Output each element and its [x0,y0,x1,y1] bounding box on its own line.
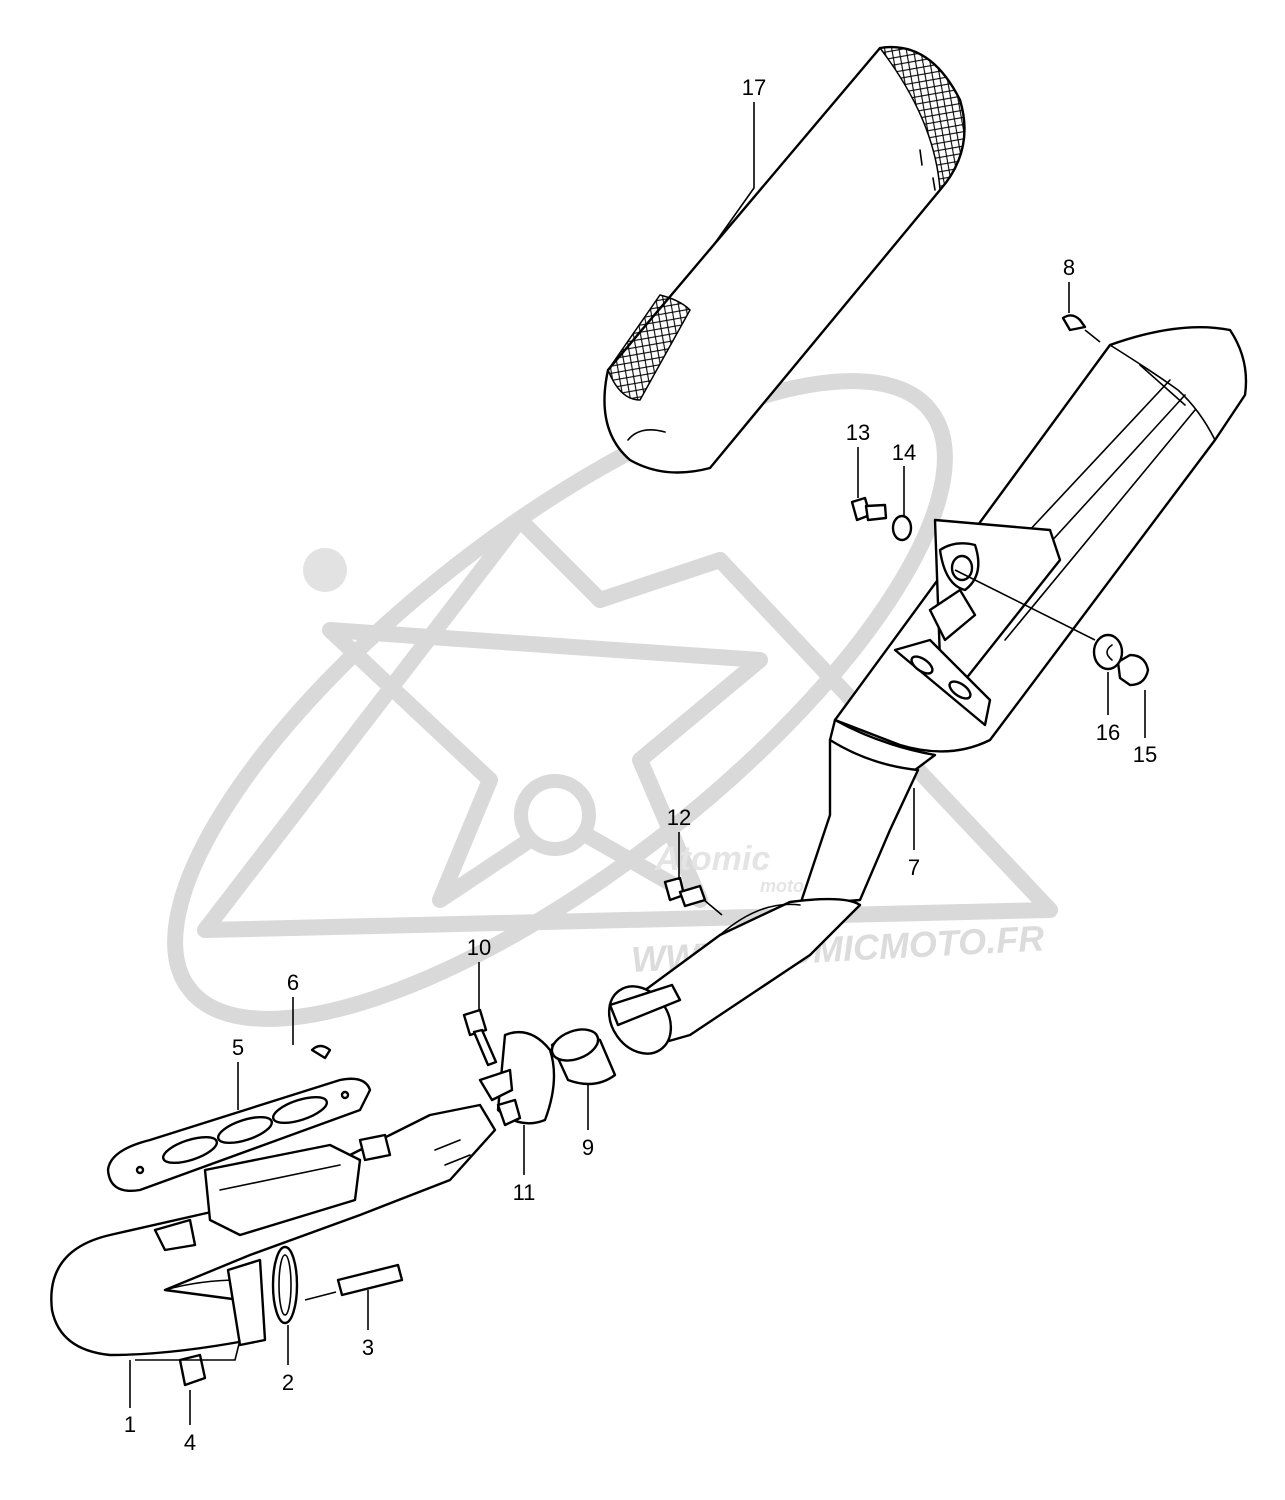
part-6-screw [310,1044,332,1060]
part-10-bolt [462,1008,498,1067]
part-8-screw [1061,314,1087,332]
part-7-muffler [798,325,1248,907]
callout-10: 10 [467,935,491,960]
part-9-sleeve [550,1028,617,1086]
callout-4: 4 [184,1430,196,1455]
callout-12: 12 [667,805,691,830]
leader-lines [129,102,1146,1425]
callout-9: 9 [582,1135,594,1160]
callout-11: 11 [513,1180,536,1205]
callout-5: 5 [232,1035,244,1060]
watermark-brand: Atomic [654,840,770,878]
part-2-gasket [271,1245,299,1325]
part-5-heat-shield [106,1077,372,1192]
callout-17: 17 [742,75,766,100]
callout-13: 13 [846,420,870,445]
callout-15: 15 [1133,742,1157,767]
callout-14: 14 [892,440,916,465]
part-7-mid-pipe [607,897,862,1055]
part-16-grommet [1092,633,1124,671]
part-4-nut [178,1353,207,1387]
part-13-bolt [850,496,888,522]
part-1-exhaust-header [50,1103,497,1357]
callout-16: 16 [1096,720,1120,745]
watermark-brand-sub: moto [760,876,804,896]
callout-7: 7 [908,855,920,880]
part-14-washer [891,514,913,542]
part-17-heat-guard [603,45,966,474]
callout-labels: 17 8 13 14 16 15 7 12 10 6 5 9 11 3 2 1 … [124,75,1157,1455]
part-3-stud [336,1263,404,1297]
callout-3: 3 [362,1335,374,1360]
part-15-bolt [1116,653,1150,687]
part-11-clamp [478,1030,556,1127]
callout-1: 1 [124,1412,136,1437]
callout-6: 6 [287,970,299,995]
callout-2: 2 [282,1370,294,1395]
callout-8: 8 [1063,255,1075,280]
